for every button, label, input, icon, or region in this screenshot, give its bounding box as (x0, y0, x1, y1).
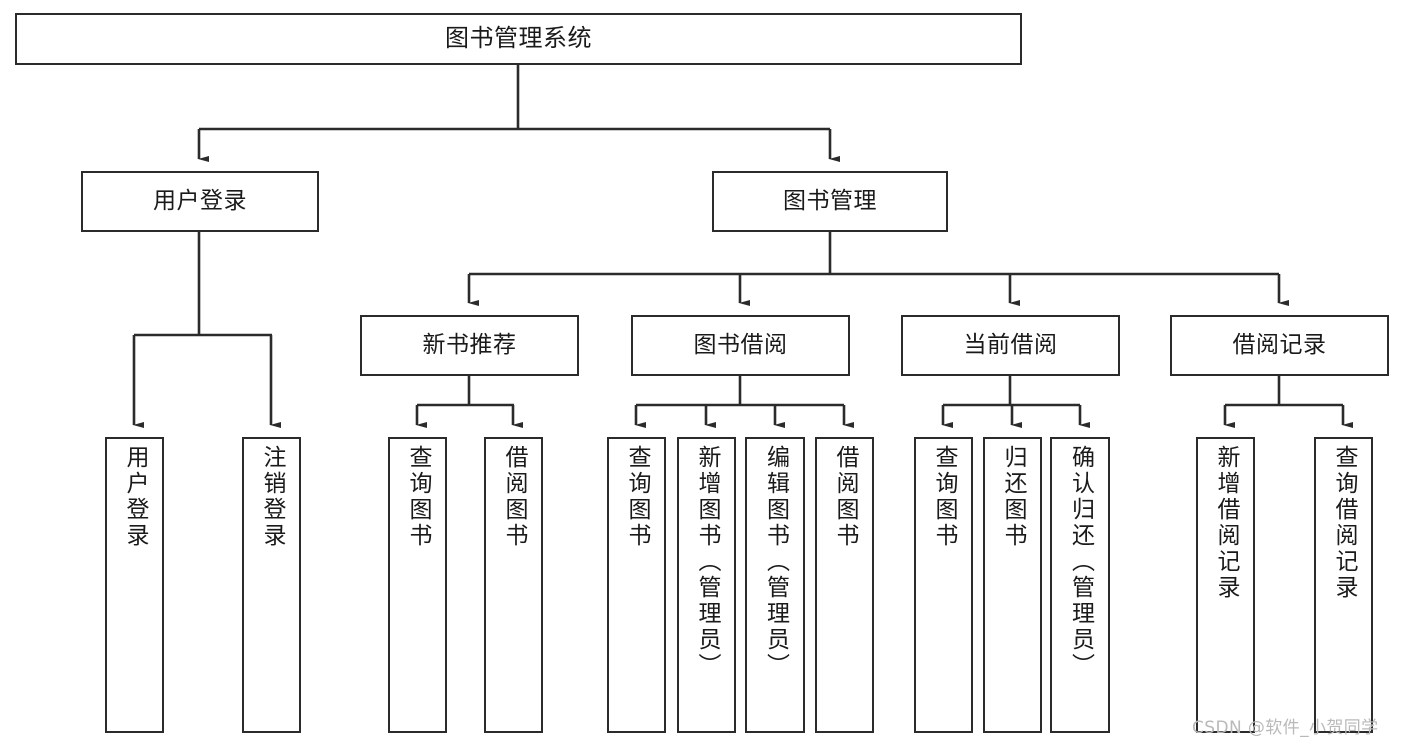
leaf-return-book-label: 归还图书 (1000, 445, 1026, 549)
leaf-query-book-current[interactable]: 查询图书 (914, 437, 973, 733)
node-book-borrow[interactable]: 图书借阅 (631, 315, 850, 376)
node-current-borrow-label: 当前借阅 (963, 332, 1058, 359)
node-root[interactable]: 图书管理系统 (15, 13, 1022, 65)
node-borrow-record[interactable]: 借阅记录 (1170, 315, 1389, 376)
leaf-confirm-return[interactable]: 确认归还（管理员） (1050, 437, 1110, 733)
node-book-management-label: 图书管理 (783, 188, 877, 215)
node-user-login[interactable]: 用户登录 (81, 171, 319, 232)
node-root-label: 图书管理系统 (445, 24, 592, 53)
leaf-query-book-borrow[interactable]: 查询图书 (607, 437, 666, 733)
node-book-management[interactable]: 图书管理 (712, 171, 948, 232)
leaf-edit-book-label: 编辑图书（管理员） (762, 445, 789, 679)
node-book-borrow-label: 图书借阅 (693, 332, 788, 359)
leaf-add-book-label: 新增图书（管理员） (694, 445, 720, 679)
leaf-query-book-recommend[interactable]: 查询图书 (388, 437, 447, 733)
leaf-logout-label: 注销登录 (259, 445, 285, 549)
leaf-add-book[interactable]: 新增图书（管理员） (677, 437, 736, 733)
leaf-borrow-book[interactable]: 借阅图书 (815, 437, 874, 733)
leaf-user-login-label: 用户登录 (122, 445, 148, 549)
node-new-book-recommend[interactable]: 新书推荐 (360, 315, 579, 376)
csdn-watermark: CSDN @软件_小贺同学 (1192, 718, 1379, 738)
leaf-add-borrow-record[interactable]: 新增借阅记录 (1196, 437, 1255, 733)
leaf-user-login[interactable]: 用户登录 (105, 437, 164, 733)
leaf-borrow-book-recommend-label: 借阅图书 (501, 445, 527, 549)
leaf-edit-book[interactable]: 编辑图书（管理员） (745, 437, 805, 733)
leaf-query-book-recommend-label: 查询图书 (405, 445, 431, 549)
leaf-add-borrow-record-label: 新增借阅记录 (1213, 445, 1239, 601)
leaf-query-book-borrow-label: 查询图书 (624, 445, 650, 549)
leaf-confirm-return-label: 确认归还（管理员） (1067, 445, 1094, 679)
leaf-query-book-current-label: 查询图书 (931, 445, 957, 549)
leaf-logout[interactable]: 注销登录 (242, 437, 301, 733)
node-new-book-recommend-label: 新书推荐 (422, 332, 517, 359)
leaf-borrow-book-recommend[interactable]: 借阅图书 (484, 437, 543, 733)
node-user-login-label: 用户登录 (153, 188, 247, 215)
node-borrow-record-label: 借阅记录 (1232, 332, 1327, 359)
node-current-borrow[interactable]: 当前借阅 (901, 315, 1120, 376)
leaf-query-borrow-record-label: 查询借阅记录 (1331, 445, 1357, 601)
leaf-return-book[interactable]: 归还图书 (983, 437, 1042, 733)
leaf-borrow-book-label: 借阅图书 (832, 445, 858, 549)
leaf-query-borrow-record[interactable]: 查询借阅记录 (1314, 437, 1373, 733)
